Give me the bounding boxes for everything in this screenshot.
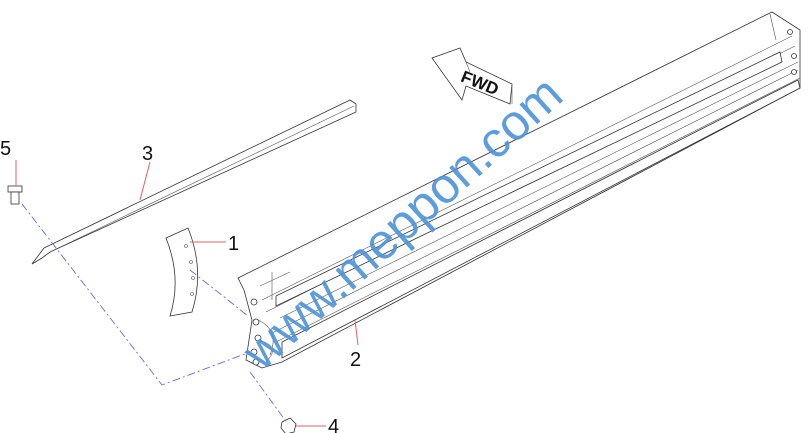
fwd-label: FWD [458, 67, 501, 99]
part-2-beam [237, 11, 801, 369]
part-4-nut [280, 417, 297, 433]
callout-4: 4 [328, 416, 339, 433]
forward-direction-arrow: FWD [431, 47, 513, 105]
callout-3: 3 [142, 143, 153, 165]
callout-1: 1 [228, 233, 239, 255]
callout-5: 5 [0, 138, 11, 160]
assembly-centerlines [21, 203, 289, 425]
callout-2: 2 [350, 349, 361, 371]
part-5-bolt [7, 185, 23, 205]
part-1-plate [165, 227, 198, 317]
part-3-strip [31, 99, 357, 265]
